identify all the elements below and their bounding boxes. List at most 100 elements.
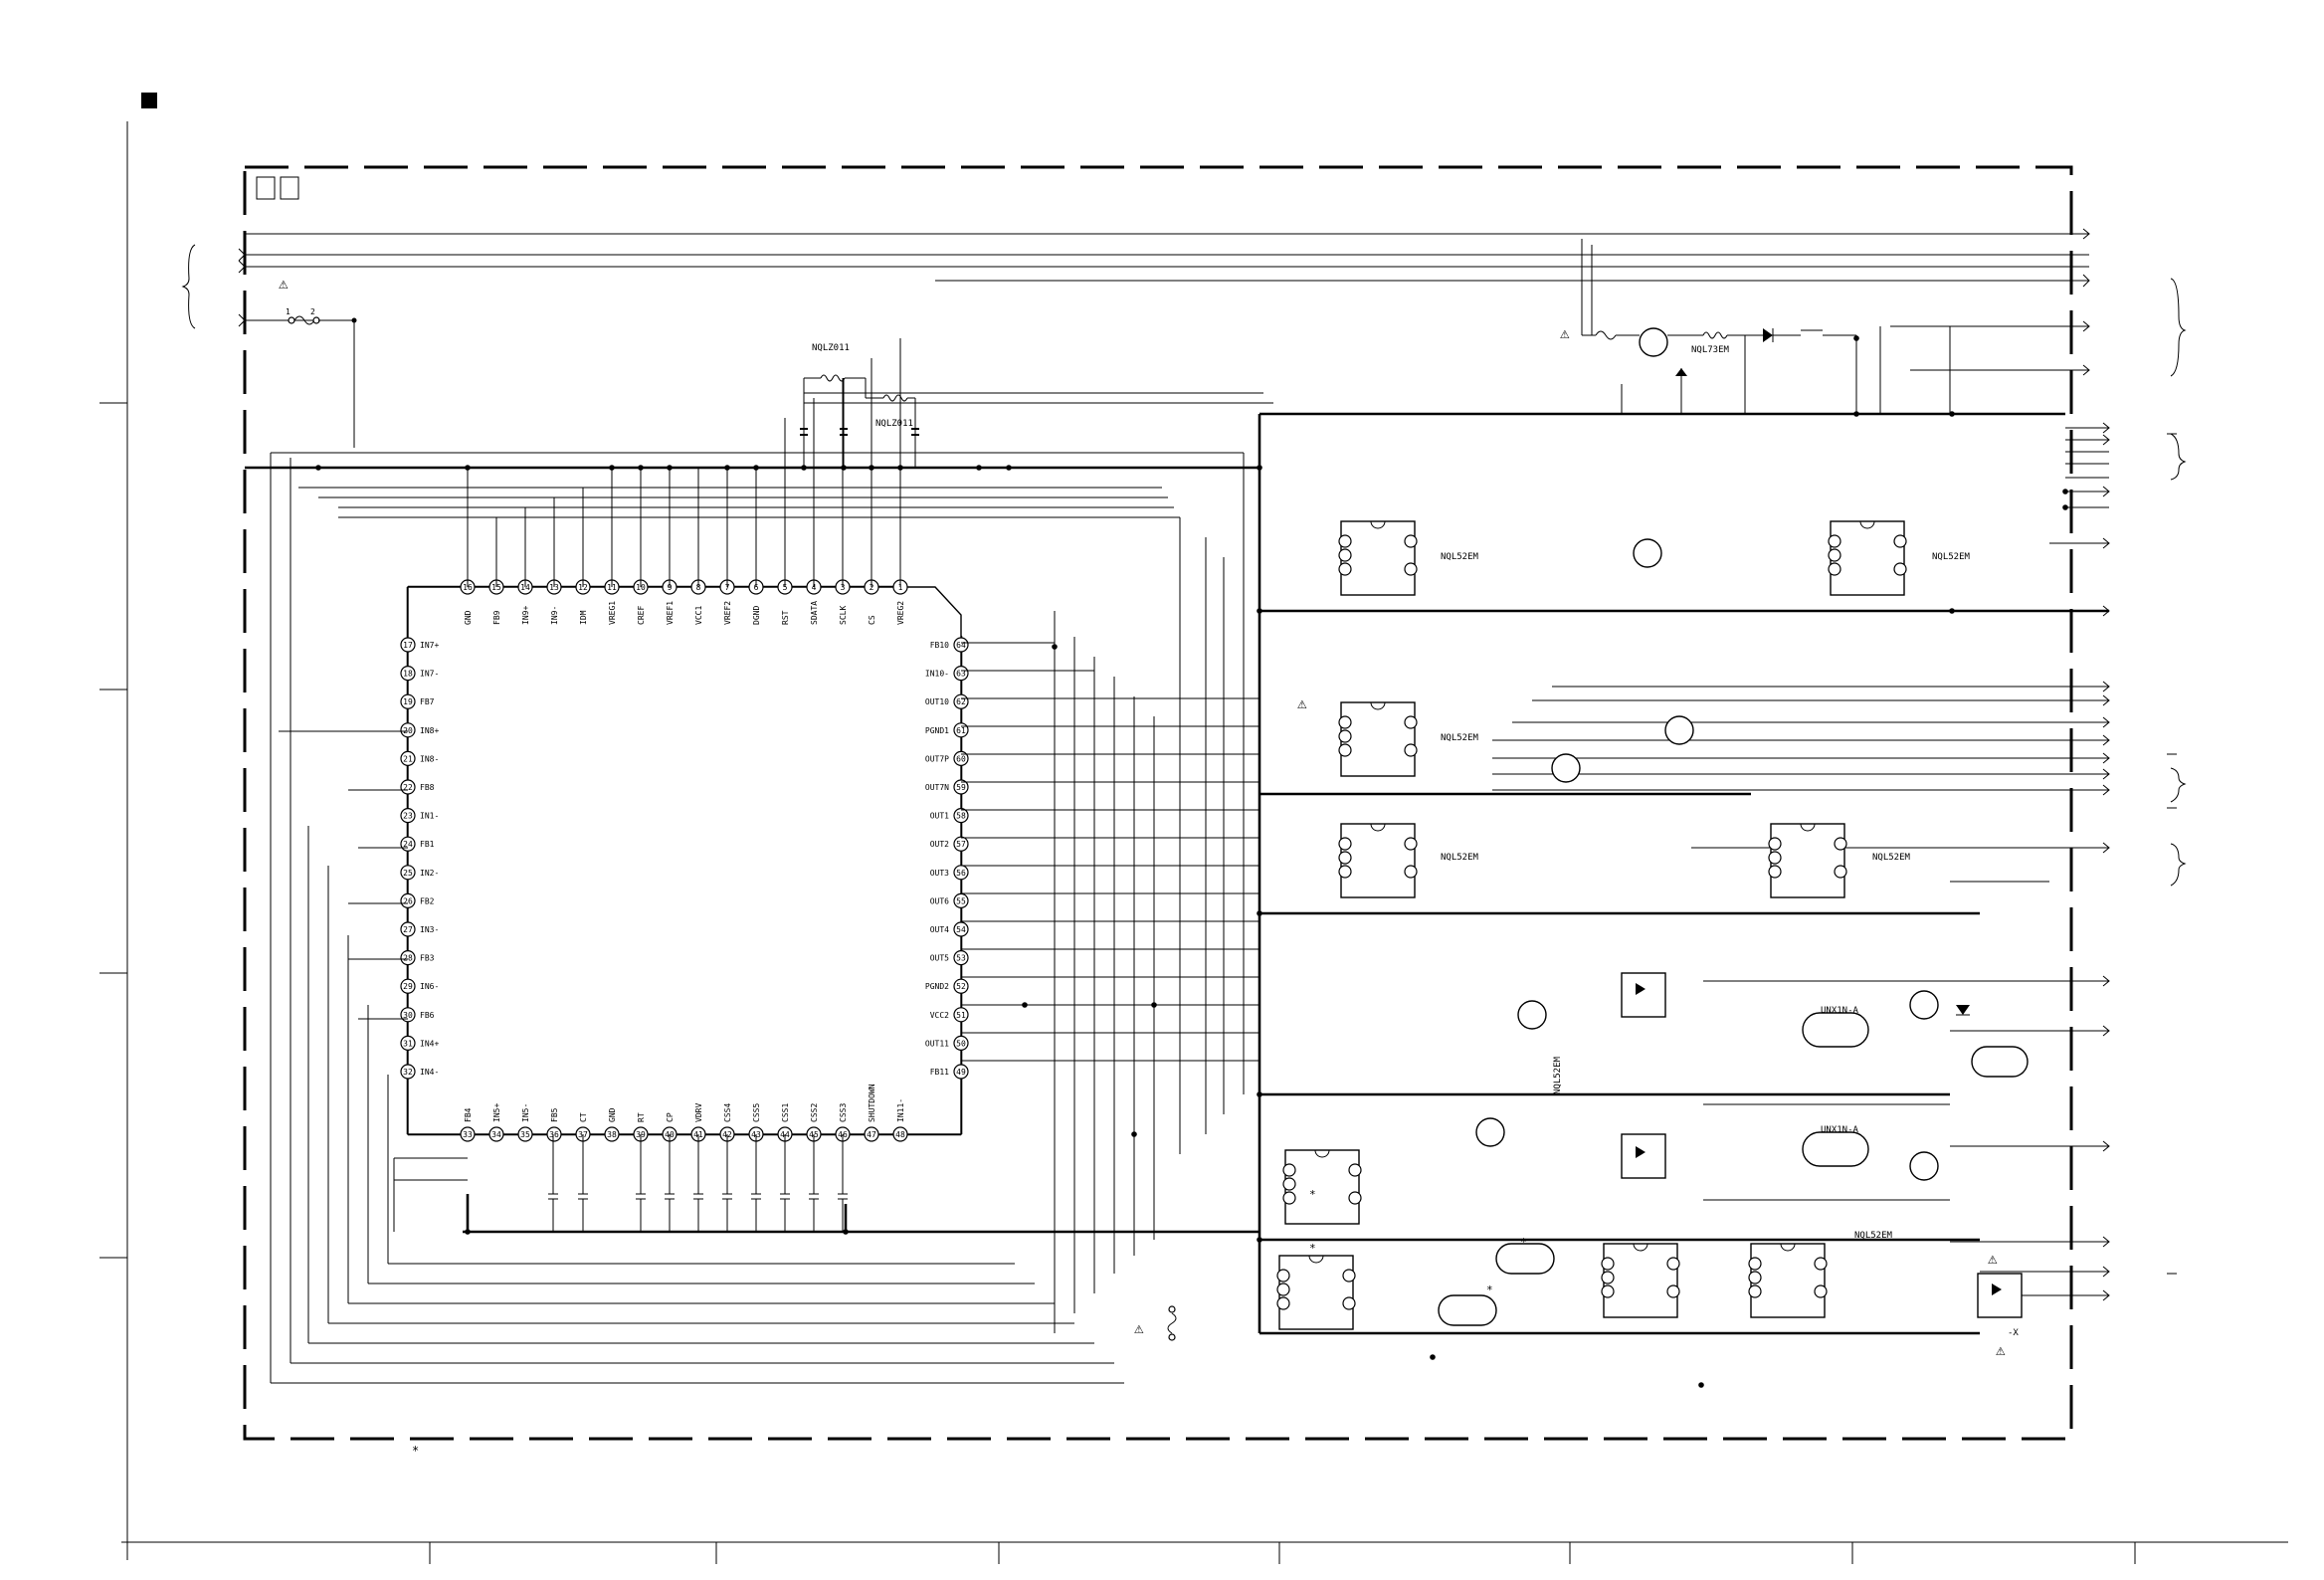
ic-pin-number: 19 [403, 697, 413, 706]
ic-pin-name: OUT7N [925, 783, 949, 792]
ic-pin [953, 949, 969, 966]
ic-pin-number: 51 [956, 1011, 966, 1020]
ic-pin-number: 16 [463, 583, 473, 592]
nql73em-section: NQL73EM [1581, 239, 1990, 414]
ic-pin-name: GND [608, 1107, 617, 1122]
ic-pin [953, 978, 969, 994]
ic-pin-name: OUT5 [930, 954, 949, 963]
ic-pin-name: VREF1 [666, 601, 675, 625]
ic-pin-number: 4 [812, 583, 817, 592]
ic-pin-name: VDRV [694, 1103, 703, 1122]
part-label: NQL52EM [1872, 853, 1911, 863]
ic-pin-name: FB5 [550, 1107, 559, 1122]
fuse-top-left: 1 2 [286, 307, 357, 448]
ic-pin-name: IN3- [420, 925, 439, 934]
ic-pin-number: 22 [403, 783, 413, 792]
ic-pin-name: IN7- [420, 670, 439, 679]
ic-pin-name: IN4+ [420, 1039, 439, 1048]
ic-pin-name: IN4- [420, 1068, 439, 1077]
ic-pin [400, 722, 416, 738]
ic-pin [460, 1126, 476, 1142]
ic-pin [400, 693, 416, 709]
ic-pin-number: 31 [403, 1039, 413, 1048]
ic-pin-name: CT [579, 1112, 588, 1122]
ic-pin-name: CSS4 [723, 1103, 732, 1122]
ic-pin [400, 892, 416, 909]
ic-pin-name: OUT1 [930, 812, 949, 821]
ic-pin [953, 1064, 969, 1080]
routing-wires [279, 453, 1259, 1364]
warning-icon: ⚠ [1134, 1318, 1144, 1337]
ic-pin-number: 10 [636, 583, 646, 592]
ic-pin [400, 1064, 416, 1080]
regulator-ic [1282, 1149, 1362, 1225]
regulator-blocks [1276, 520, 1907, 1330]
ic-pin-number: 27 [403, 925, 413, 934]
part-label: NQL52EM [1553, 1056, 1563, 1094]
ic-pin-name: IN9+ [521, 606, 530, 625]
ic-pin-name: IN7+ [420, 641, 439, 650]
ic-top-wiring [270, 338, 1244, 1384]
top-signal-lines [238, 228, 2090, 376]
regulator-ic [1828, 520, 1907, 596]
ic-pin-number: 8 [696, 583, 701, 592]
ic-pin-name: VREG1 [608, 601, 617, 625]
regulator-ic [1338, 823, 1418, 898]
ic-pin-name: GND [464, 610, 473, 625]
ic-pin-name: CSS2 [810, 1103, 819, 1122]
board-outline [243, 165, 2073, 1441]
part-label: NQL52EM [1854, 1231, 1893, 1241]
part-label: NQL52EM [1932, 552, 1971, 562]
ic-pin-number: 2 [870, 583, 874, 592]
ic-pin [400, 1007, 416, 1023]
diode-bridges [1621, 972, 2023, 1318]
ic-pin-name: FB7 [420, 697, 435, 706]
ic-pin-name: IN5+ [492, 1103, 501, 1122]
ic-pin [400, 1035, 416, 1052]
ic-pin-name: FB10 [930, 641, 949, 650]
regulator-ic [1338, 701, 1418, 777]
asterisk-marker: * [1309, 1188, 1316, 1201]
ic-pin [953, 1007, 969, 1023]
ic-pin-name: FB3 [420, 954, 435, 963]
ic-pin [953, 665, 969, 682]
ic-pin-name: IN8- [420, 754, 439, 763]
ic-pin-name: OUT4 [930, 925, 949, 934]
regulator-ic [1768, 823, 1847, 898]
warning-icon: ⚠ [1988, 1249, 1998, 1268]
asterisk-marker: * [1309, 1242, 1316, 1255]
ic-pin-number: 55 [956, 896, 966, 905]
title-box-right [280, 176, 299, 200]
ic-pin-number: 35 [520, 1130, 530, 1139]
ic-pin-number: 60 [956, 754, 966, 763]
ic-pin-number: 47 [867, 1130, 876, 1139]
regulator-ic [1601, 1243, 1680, 1318]
fuse-bottom [1167, 1305, 1177, 1341]
transistors [1438, 538, 1694, 1326]
ic-pin [953, 807, 969, 824]
ic-pin-number: 50 [956, 1039, 966, 1048]
ic-pin-number: 13 [549, 583, 559, 592]
ic-pin-number: 7 [725, 583, 730, 592]
ic-pin-number: 54 [956, 925, 966, 934]
left-brace [181, 244, 196, 329]
ic-pin-name: IDM [579, 610, 588, 625]
ic-pin-name: FB9 [492, 610, 501, 625]
ic-pin-number: 58 [956, 812, 966, 821]
ic-pin-name: IN8+ [420, 726, 439, 735]
ic-pin-number: 33 [463, 1130, 473, 1139]
ic-pin-name: FB8 [420, 783, 435, 792]
ic-pin-name: FB2 [420, 896, 435, 905]
ic-pin-name: OUT6 [930, 896, 949, 905]
part-label: NQL73EM [1691, 345, 1730, 355]
regulator-ic [1276, 1255, 1356, 1330]
ic-pin-number: 20 [403, 726, 413, 735]
ic-pin [400, 865, 416, 881]
ic-pin [892, 1126, 908, 1142]
ic-pin-name: IN10- [925, 670, 949, 679]
ic-pin [953, 779, 969, 795]
ic-pin-number: 52 [956, 982, 966, 991]
ic-pin-name: IN5- [521, 1103, 530, 1122]
main-ic: 16GND15FB914IN9+13IN9-12IDM11VREG110CREF… [400, 579, 969, 1142]
ic-pin [953, 1035, 969, 1052]
